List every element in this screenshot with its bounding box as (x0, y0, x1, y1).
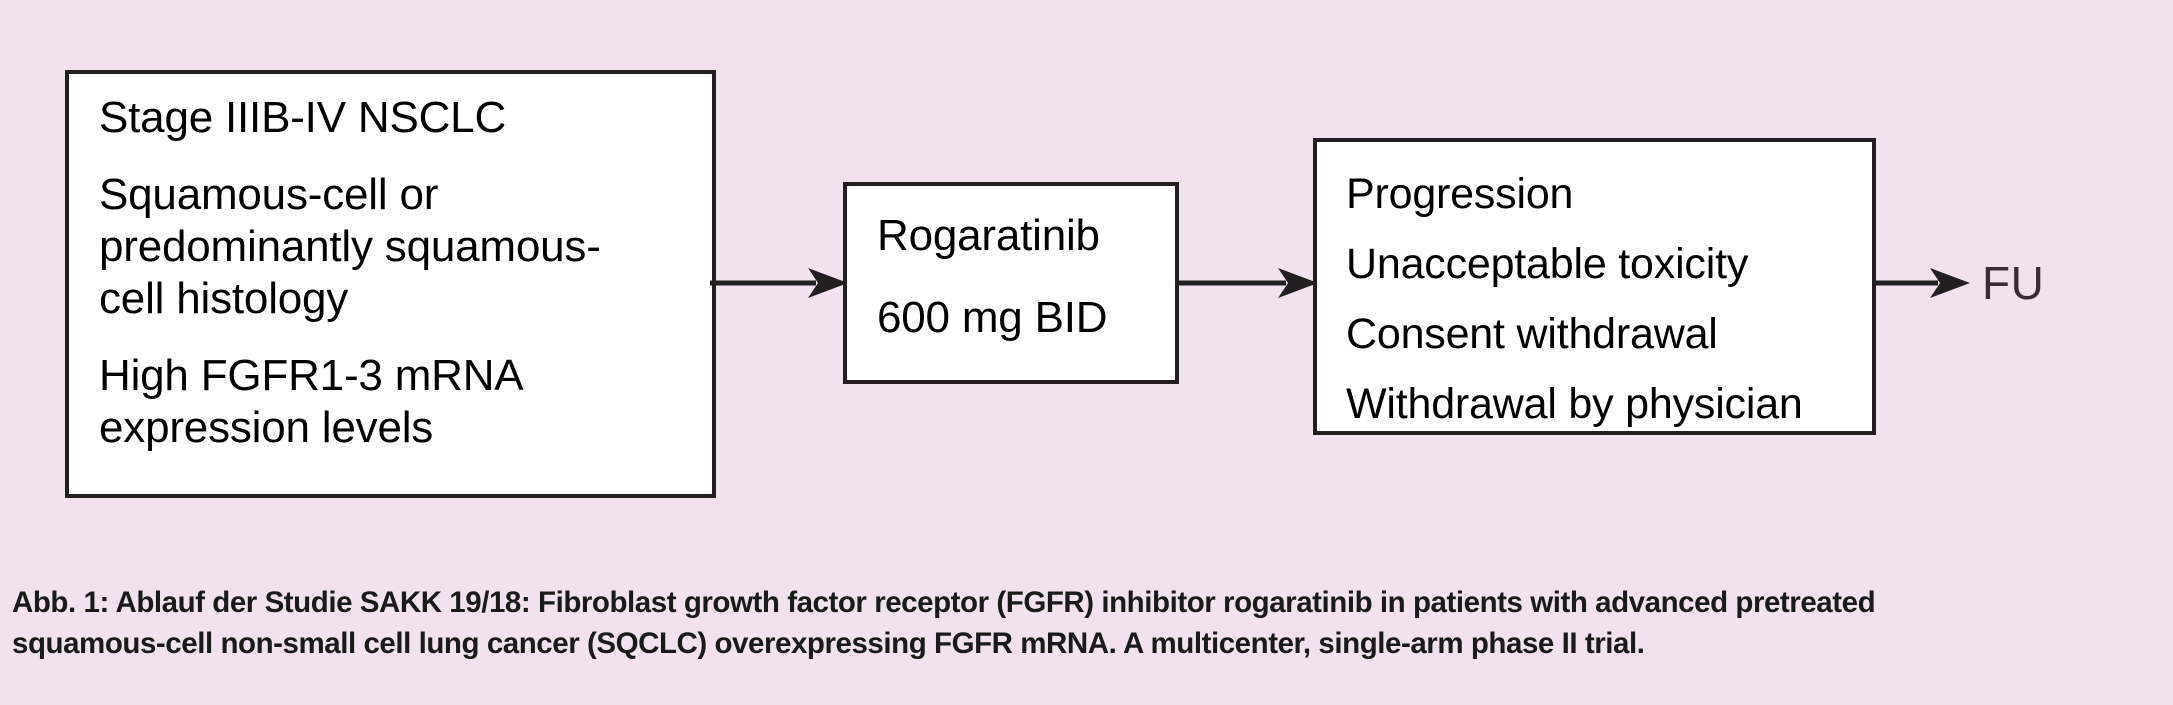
eligibility-line-stage: Stage IIIB-IV NSCLC (99, 93, 507, 142)
discontinuation-text-block: Progression Unacceptable toxicity Consen… (1317, 142, 1872, 456)
followup-label: FU (1982, 257, 2045, 309)
treatment-dose: 600 mg BID (877, 293, 1108, 342)
flow-box-treatment: Rogaratinib 600 mg BID (843, 182, 1179, 384)
discontinuation-reason-consent-withdrawal: Consent withdrawal (1346, 310, 1718, 358)
eligibility-text-block: Stage IIIB-IV NSCLC Squamous-cell or pre… (69, 74, 712, 472)
discontinuation-reason-toxicity: Unacceptable toxicity (1346, 240, 1749, 288)
treatment-drug-name: Rogaratinib (877, 211, 1100, 260)
discontinuation-reason-progression: Progression (1346, 170, 1574, 218)
arrow-eligibility-to-treatment-icon (710, 268, 848, 298)
flow-box-discontinuation: Progression Unacceptable toxicity Consen… (1313, 138, 1876, 435)
flow-box-eligibility: Stage IIIB-IV NSCLC Squamous-cell or pre… (65, 70, 716, 498)
treatment-text-block: Rogaratinib 600 mg BID (847, 186, 1175, 368)
arrow-treatment-to-discontinuation-icon (1177, 268, 1318, 298)
eligibility-line-histology: Squamous-cell or predominantly squamous-… (99, 170, 601, 323)
discontinuation-reason-physician-withdrawal: Withdrawal by physician (1346, 380, 1803, 428)
figure-caption: Abb. 1: Ablauf der Studie SAKK 19/18: Fi… (12, 582, 2112, 664)
figure-caption-line-1: Abb. 1: Ablauf der Studie SAKK 19/18: Fi… (12, 586, 1876, 619)
figure-caption-line-2: squamous-cell non-small cell lung cancer… (12, 627, 1645, 660)
eligibility-line-fgfr: High FGFR1-3 mRNA expression levels (99, 351, 524, 452)
arrow-discontinuation-to-followup-icon (1876, 268, 1970, 298)
